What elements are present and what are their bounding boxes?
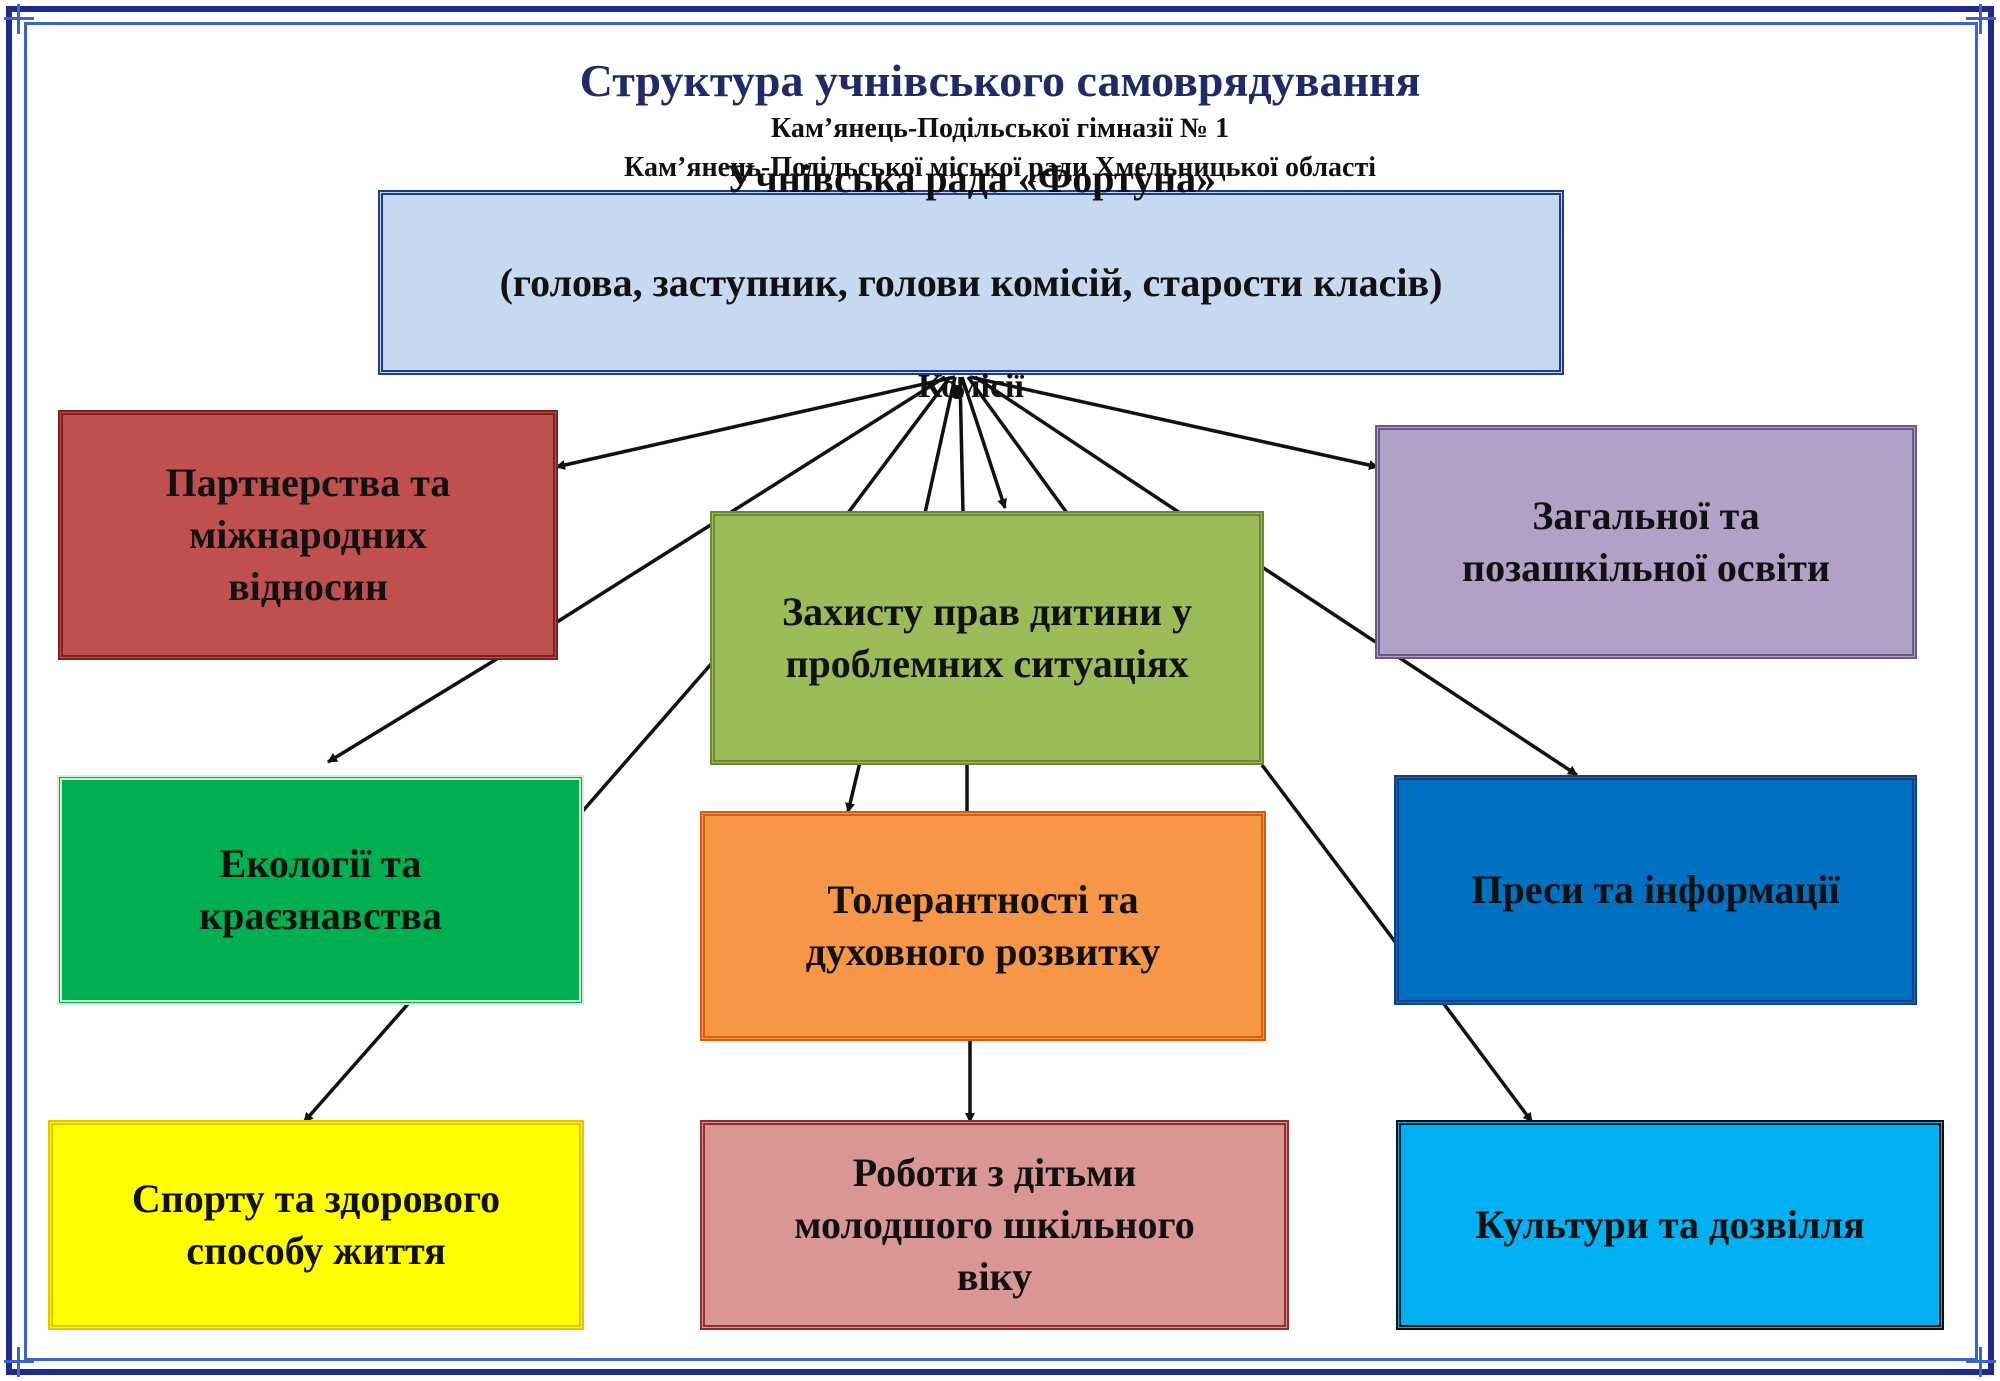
- commission-tolerance: Толерантності та духовного розвитку: [700, 811, 1266, 1041]
- subtitle-council: Кам’янець-Подільської міської ради Хмель…: [624, 152, 1376, 183]
- connector-line: [966, 375, 1069, 515]
- arrow-to-education: [969, 375, 1379, 470]
- commission-education: Загальної та позашкільної освіти: [1375, 425, 1917, 659]
- inner-frame: [24, 22, 1978, 1361]
- connector-line: [846, 375, 952, 515]
- outer-frame: [6, 6, 1994, 1375]
- commission-juniors: Роботи з дітьми молодшого шкільного віку: [700, 1120, 1289, 1330]
- connector-line: [556, 375, 946, 624]
- council-members: (голова, заступник, голови комісій, стар…: [499, 259, 1443, 305]
- arrow-to-ecology: [327, 655, 501, 764]
- commission-child-rights: Захисту прав дитини у проблемних ситуаці…: [710, 511, 1264, 765]
- arrow-to-tolerance: [845, 761, 862, 813]
- commission-press: Преси та інформації: [1394, 775, 1917, 1005]
- arrow-to-sport: [302, 1002, 410, 1124]
- corner-ornament: [1966, 1347, 1996, 1377]
- connector-line: [974, 375, 1181, 515]
- corner-ornament: [4, 4, 34, 34]
- arrow-to-culture: [1439, 998, 1534, 1124]
- connector-line: [1260, 763, 1398, 945]
- commission-partnership: Партнерства та міжнародних відносин: [58, 410, 558, 660]
- arrow-to-partnership: [555, 375, 956, 470]
- council-name: Учнівська рада «Фортуна»: [725, 155, 1217, 201]
- commission-ecology: Екології та краєзнавства: [57, 775, 584, 1005]
- connector-line: [579, 661, 714, 815]
- corner-ornament: [4, 1347, 34, 1377]
- connector-line: [958, 376, 965, 514]
- subtitle-gymnasium: Кам’янець-Подільської гімназії № 1: [770, 113, 1230, 144]
- page-title: Структура учнівського самоврядування: [579, 55, 1421, 106]
- commission-sport: Спорту та здорового способу життя: [48, 1120, 584, 1330]
- arrow-to-press: [1261, 565, 1578, 777]
- corner-ornament: [1966, 4, 1996, 34]
- arrow-to-child-rights: [960, 376, 1007, 509]
- junction-dot: [950, 385, 964, 399]
- connector-line: [923, 376, 957, 514]
- commission-culture: Культури та дозвілля: [1396, 1120, 1944, 1330]
- commissions-label: Комісії: [918, 367, 1024, 405]
- council-box: Учнівська рада «Фортуна» (голова, заступ…: [378, 156, 1564, 405]
